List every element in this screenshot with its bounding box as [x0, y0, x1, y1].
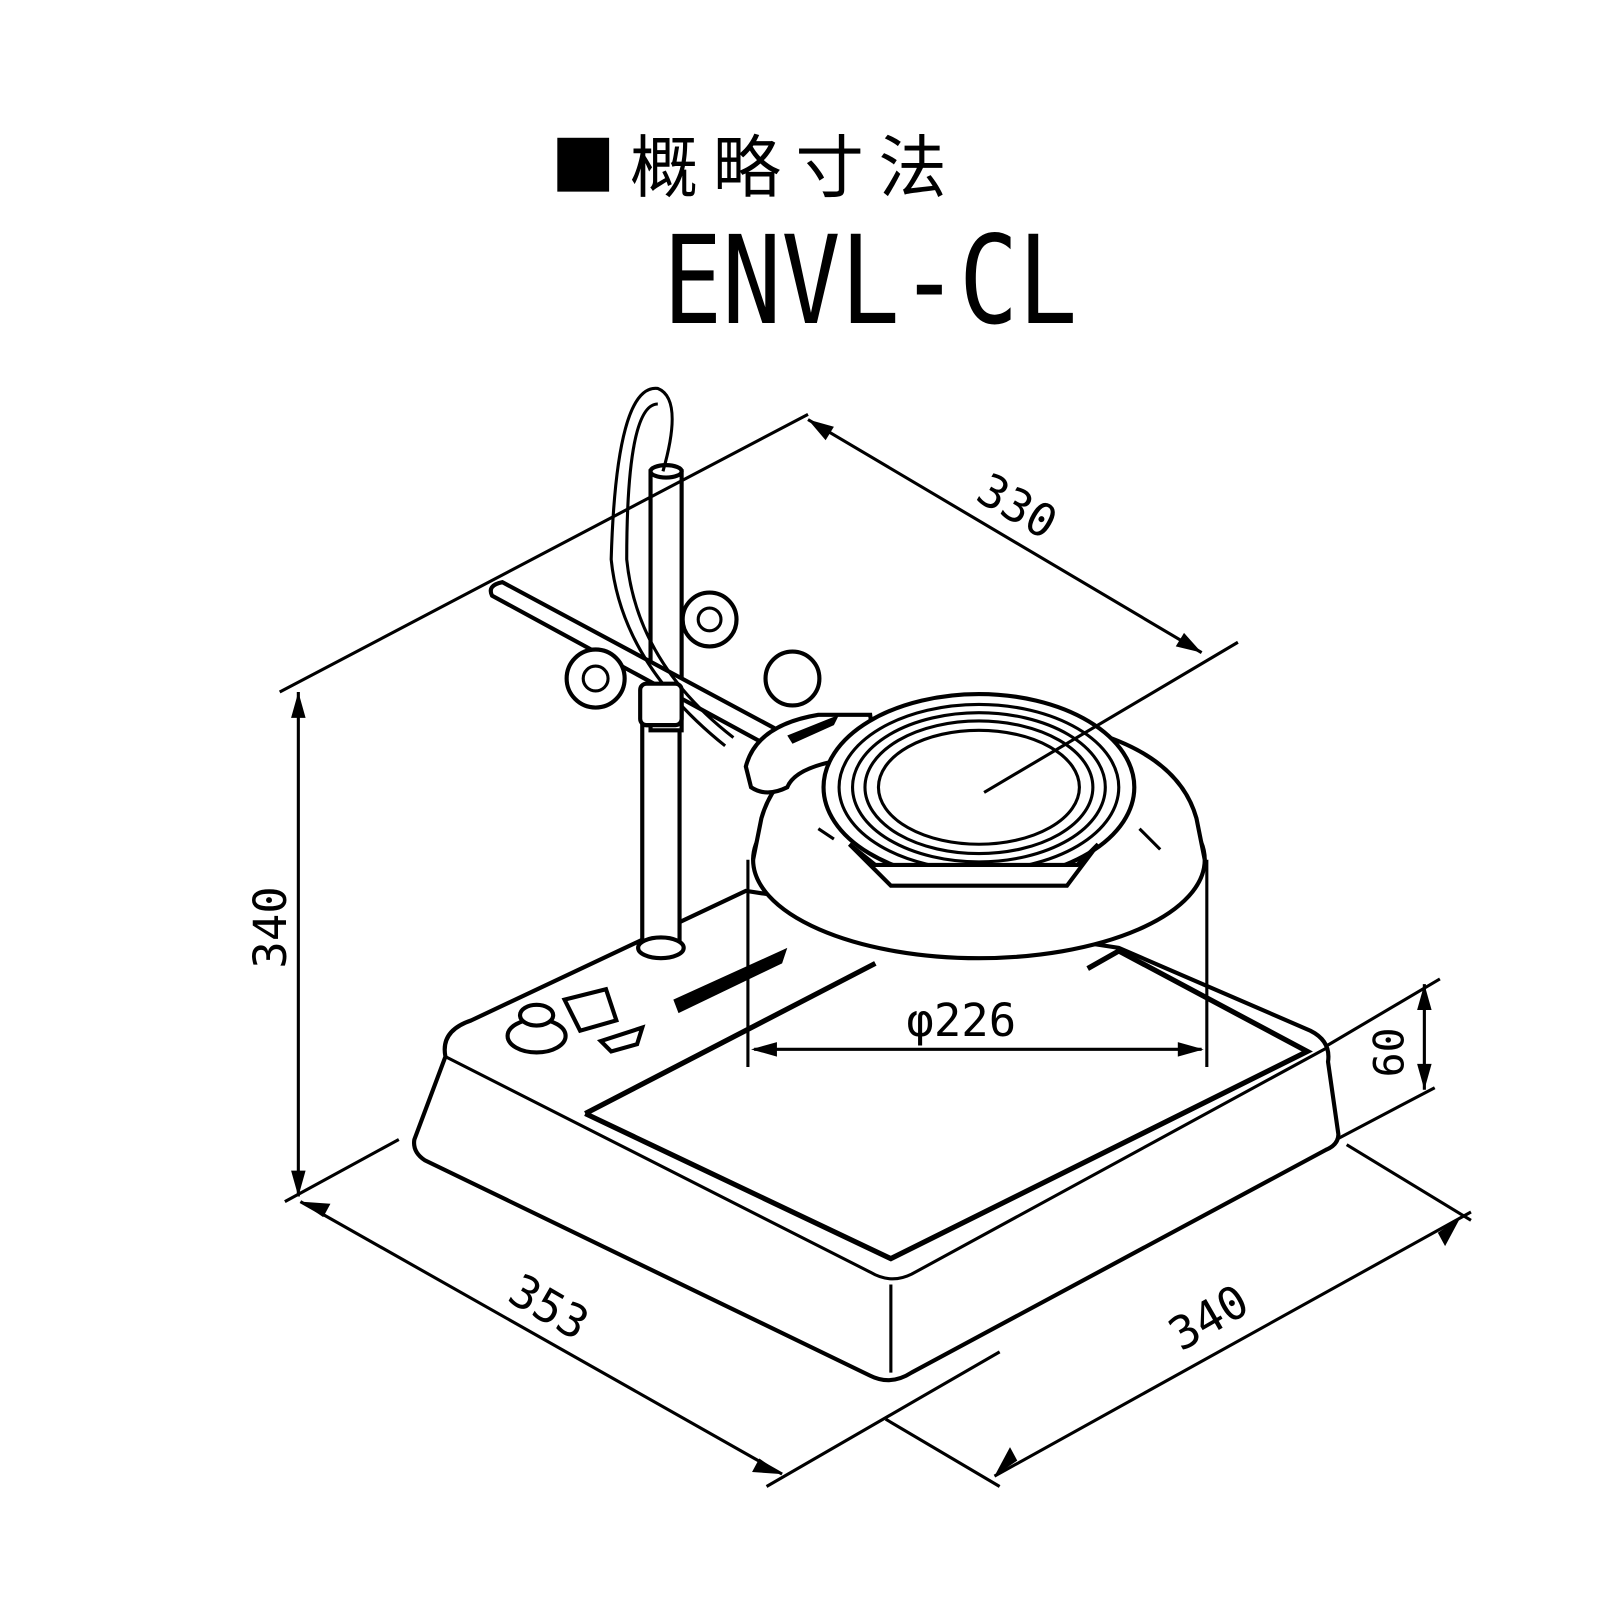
dim-340-height: 340	[244, 886, 297, 968]
knob-left	[564, 647, 627, 710]
dim-353: 353	[500, 1264, 598, 1351]
knob-right	[763, 649, 822, 708]
dim-226-diameter: φ226	[906, 994, 1016, 1047]
dimension-lines	[278, 412, 1472, 1488]
dim-340-width: 340	[1160, 1274, 1258, 1361]
power-switch	[561, 986, 620, 1034]
lamp-head	[743, 691, 1207, 961]
title-heading: 概略寸法	[630, 130, 961, 209]
title-marker	[557, 137, 610, 192]
dim-60: 60	[1366, 1027, 1414, 1077]
stand-arm	[488, 386, 822, 961]
model-name: ENVL-CL	[663, 210, 1077, 352]
brand-logo-base	[673, 947, 788, 1014]
knob-top	[680, 590, 739, 649]
dim-330: 330	[968, 463, 1066, 550]
base	[411, 888, 1341, 1383]
